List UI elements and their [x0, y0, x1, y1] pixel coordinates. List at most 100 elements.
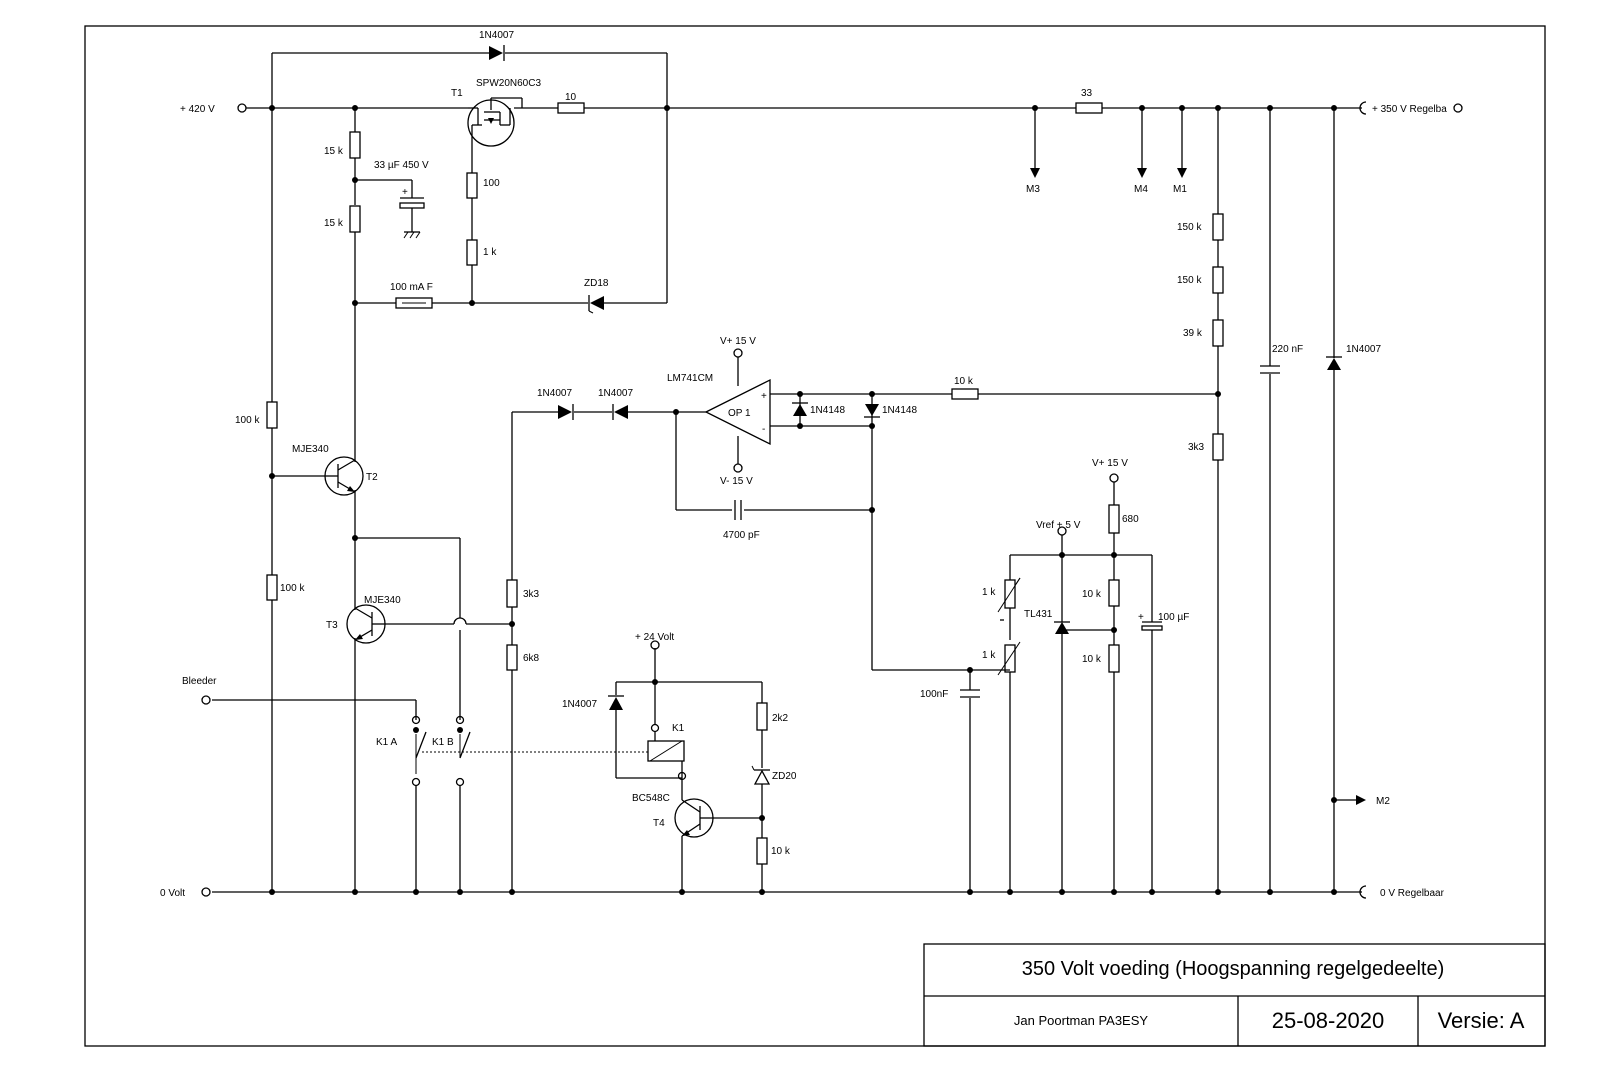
label-m3: M3 [1026, 184, 1040, 195]
svg-text:+: + [402, 187, 408, 198]
diode-1n4007-relay [608, 695, 624, 710]
label-t1: T1 [451, 88, 463, 99]
label-d1: 1N4007 [537, 388, 572, 399]
label-r2k2: 2k2 [772, 713, 789, 724]
resistor-6k8 [506, 644, 518, 671]
capacitor-100uf: + [1138, 612, 1163, 631]
label-pot2: 1 k [982, 650, 996, 661]
opamp-op1: + - [704, 378, 771, 446]
label-t3-type: MJE340 [364, 595, 401, 606]
label-k1b: K1 B [432, 737, 454, 748]
wire-crossover [453, 617, 467, 625]
potentiometer-1k-a [997, 577, 1021, 613]
resistor-15k-a [349, 131, 361, 159]
label-plus350: + 350 V Regelba [1372, 104, 1447, 115]
label-t1-type: SPW20N60C3 [476, 78, 541, 89]
label-zd20: ZD20 [772, 771, 797, 782]
resistor-100k-a [266, 401, 278, 429]
label-plus420: + 420 V [180, 104, 215, 115]
label-vminus-op: V- 15 V [720, 476, 753, 487]
label-r6k8: 6k8 [523, 653, 540, 664]
label-m1: M1 [1173, 184, 1187, 195]
resistor-39k [1212, 319, 1224, 347]
label-t4-type: BC548C [632, 793, 670, 804]
wires [212, 52, 1362, 893]
resistor-150k-b [1212, 266, 1224, 294]
resistor-680 [1108, 504, 1120, 534]
terminals [201, 103, 1463, 897]
label-r150k-a: 150 k [1177, 222, 1202, 233]
label-c220: 220 nF [1272, 344, 1303, 355]
tl431-reference [1054, 621, 1070, 634]
label-t2-type: MJE340 [292, 444, 329, 455]
junction-dots [269, 105, 1337, 895]
label-r10k-fb: 10 k [954, 376, 974, 387]
svg-text:+: + [761, 391, 767, 402]
label-r10k-t4: 10 k [771, 846, 791, 857]
relay-k1-coil [647, 732, 685, 766]
diode-1n4148-b [864, 404, 880, 418]
version-text: Versie: A [1438, 1008, 1525, 1033]
relay-contact-k1a [415, 731, 427, 774]
connector-350v [1359, 101, 1367, 115]
label-vplus-op: V+ 15 V [720, 336, 756, 347]
relay-contact-k1b [459, 731, 471, 759]
label-r100: 100 [483, 178, 500, 189]
capacitor-4700pf [734, 500, 742, 520]
label-c4700: 4700 pF [723, 530, 760, 541]
label-d-out: 1N4007 [1346, 344, 1381, 355]
resistor-3k3-a [506, 579, 518, 608]
resistor-3k3-b [1212, 433, 1224, 461]
resistor-33 [1075, 102, 1103, 114]
label-pot1: 1 k [982, 587, 996, 598]
resistor-10 [557, 102, 585, 114]
transistor-t2 [324, 456, 364, 496]
label-r10k-b: 10 k [1082, 654, 1102, 665]
diode-1n4007-out [1326, 356, 1342, 370]
connector-0v [1359, 885, 1367, 899]
label-d-top: 1N4007 [479, 30, 514, 41]
label-d2: 1N4007 [598, 388, 633, 399]
resistor-100k-b [266, 574, 278, 601]
date-text: 25-08-2020 [1272, 1008, 1385, 1033]
label-tl431: TL431 [1024, 609, 1053, 620]
resistor-150k-a [1212, 213, 1224, 241]
transistor-t3 [346, 604, 386, 644]
label-c100n: 100nF [920, 689, 948, 700]
label-r15k-b: 15 k [324, 218, 344, 229]
label-vref: Vref + 5 V [1036, 520, 1081, 531]
zener-zd20 [751, 765, 771, 785]
title-block: 350 Volt voeding (Hoogspanning regelgede… [923, 943, 1546, 1047]
labels: + 420 V 0 Volt Bleeder + 350 V Regelba 0… [160, 30, 1447, 899]
label-t3: T3 [326, 620, 338, 631]
label-d4148-a: 1N4148 [810, 405, 845, 416]
title-text: 350 Volt voeding (Hoogspanning regelgede… [1022, 958, 1445, 980]
label-m4: M4 [1134, 184, 1148, 195]
resistor-15k-b [349, 205, 361, 233]
svg-text:+: + [1138, 612, 1144, 623]
resistor-2k2 [756, 702, 768, 731]
capacitor-220nf [1260, 365, 1280, 374]
label-plus24: + 24 Volt [635, 632, 674, 643]
label-m2: M2 [1376, 796, 1390, 807]
label-t2: T2 [366, 472, 378, 483]
label-r1k-gate: 1 k [483, 247, 497, 258]
label-c100u: 100 µF [1158, 612, 1189, 623]
label-r10: 10 [565, 92, 577, 103]
diode-1n4007-b [612, 404, 628, 420]
label-k1: K1 [672, 723, 685, 734]
label-r10k-a: 10 k [1082, 589, 1102, 600]
label-opamp: OP 1 [728, 408, 751, 419]
transistor-t4 [674, 795, 714, 842]
label-0volt: 0 Volt [160, 888, 185, 899]
label-k1a: K1 A [376, 737, 397, 748]
label-r3k3-a: 3k3 [523, 589, 540, 600]
diode-1n4007-top [489, 45, 505, 61]
label-r100k-a: 100 k [235, 415, 260, 426]
label-d4148-b: 1N4148 [882, 405, 917, 416]
zener-zd18 [588, 295, 604, 314]
label-0v-regel: 0 V Regelbaar [1380, 888, 1445, 899]
capacitor-100nf [960, 689, 980, 698]
resistor-100 [466, 172, 478, 199]
